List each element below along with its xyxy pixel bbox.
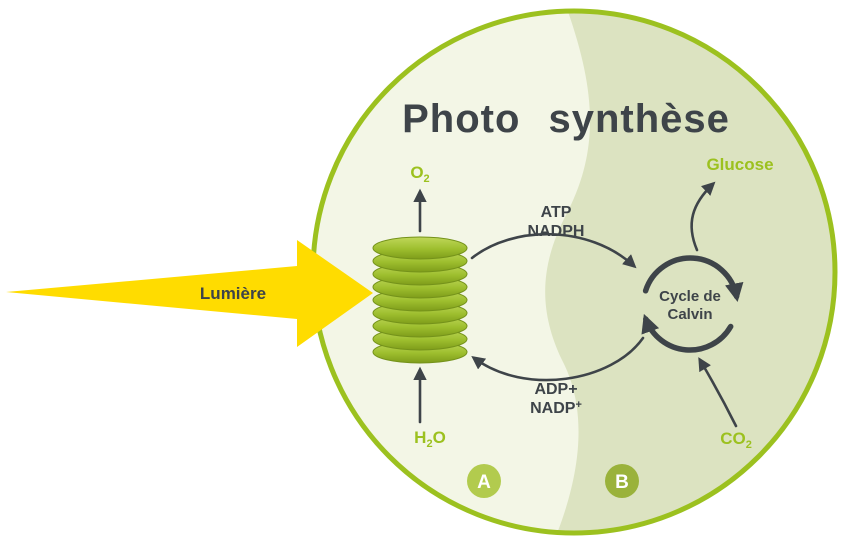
badge-a-label: A [477,472,491,493]
thylakoid-disc [372,236,468,260]
page-title: Photo synthèse [402,97,730,141]
co2-arrow [698,357,738,428]
o2-label: O2 [410,163,429,185]
h2o-h: H [414,428,426,447]
calvin-cycle-label: Cycle de Calvin [659,288,721,323]
badge-b: B [605,464,639,498]
nadp-label: NADP+ [530,399,582,417]
calvin-cycle-line2: Calvin [667,306,712,323]
dark-phase-region [545,11,835,533]
calvin-cycle-arrow-top [642,255,744,303]
badge-a: A [467,464,501,498]
badge-b-circle [605,464,639,498]
atp-label: ATP [541,204,572,221]
light-arrow-label: Lumière [200,284,266,303]
nadp-superscript: + [575,399,581,411]
adp-label: ADP+ [534,381,577,398]
h2o-o: O [433,428,446,447]
co2-subscript: 2 [746,439,752,451]
adp-nadp-arrow [471,336,645,382]
nadp-base: NADP [530,400,576,417]
h2o-subscript: 2 [426,438,432,450]
thylakoid-stack [372,236,468,364]
calvin-cycle-arrow-bottom [641,313,734,353]
badge-b-label: B [615,472,629,493]
co2-base: CO [720,429,746,448]
badge-a-circle [467,464,501,498]
o2-base: O [410,163,423,182]
glucose-label: Glucose [706,155,773,174]
co2-label: CO2 [720,429,752,451]
atp-nadph-arrow [470,232,637,269]
glucose-arrow [690,181,716,252]
light-arrow [6,240,373,347]
calvin-cycle-line1: Cycle de [659,288,721,305]
nadph-label: NADPH [528,223,585,240]
h2o-label: H2O [414,428,446,450]
o2-subscript: 2 [424,173,430,185]
